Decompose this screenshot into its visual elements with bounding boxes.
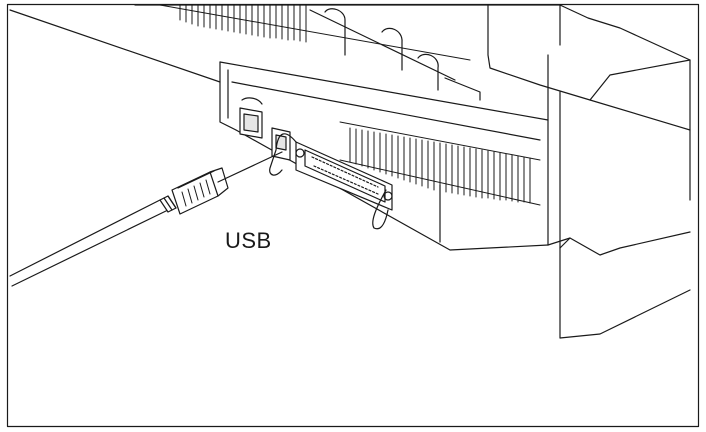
printer-body: [134, 4, 691, 339]
usb-cable: [9, 167, 229, 287]
top-vent-slots: [159, 4, 471, 61]
frame-border: [6, 3, 700, 428]
printer-top-edge: [9, 9, 221, 83]
parallel-port: [269, 133, 393, 230]
usb-leader-line: [217, 151, 283, 183]
paper-feed-rollers: [309, 8, 481, 101]
side-vent-slots: [339, 121, 541, 206]
lan-port: [239, 97, 263, 139]
usb-label: USB: [225, 228, 272, 253]
usb-port: [271, 127, 291, 161]
